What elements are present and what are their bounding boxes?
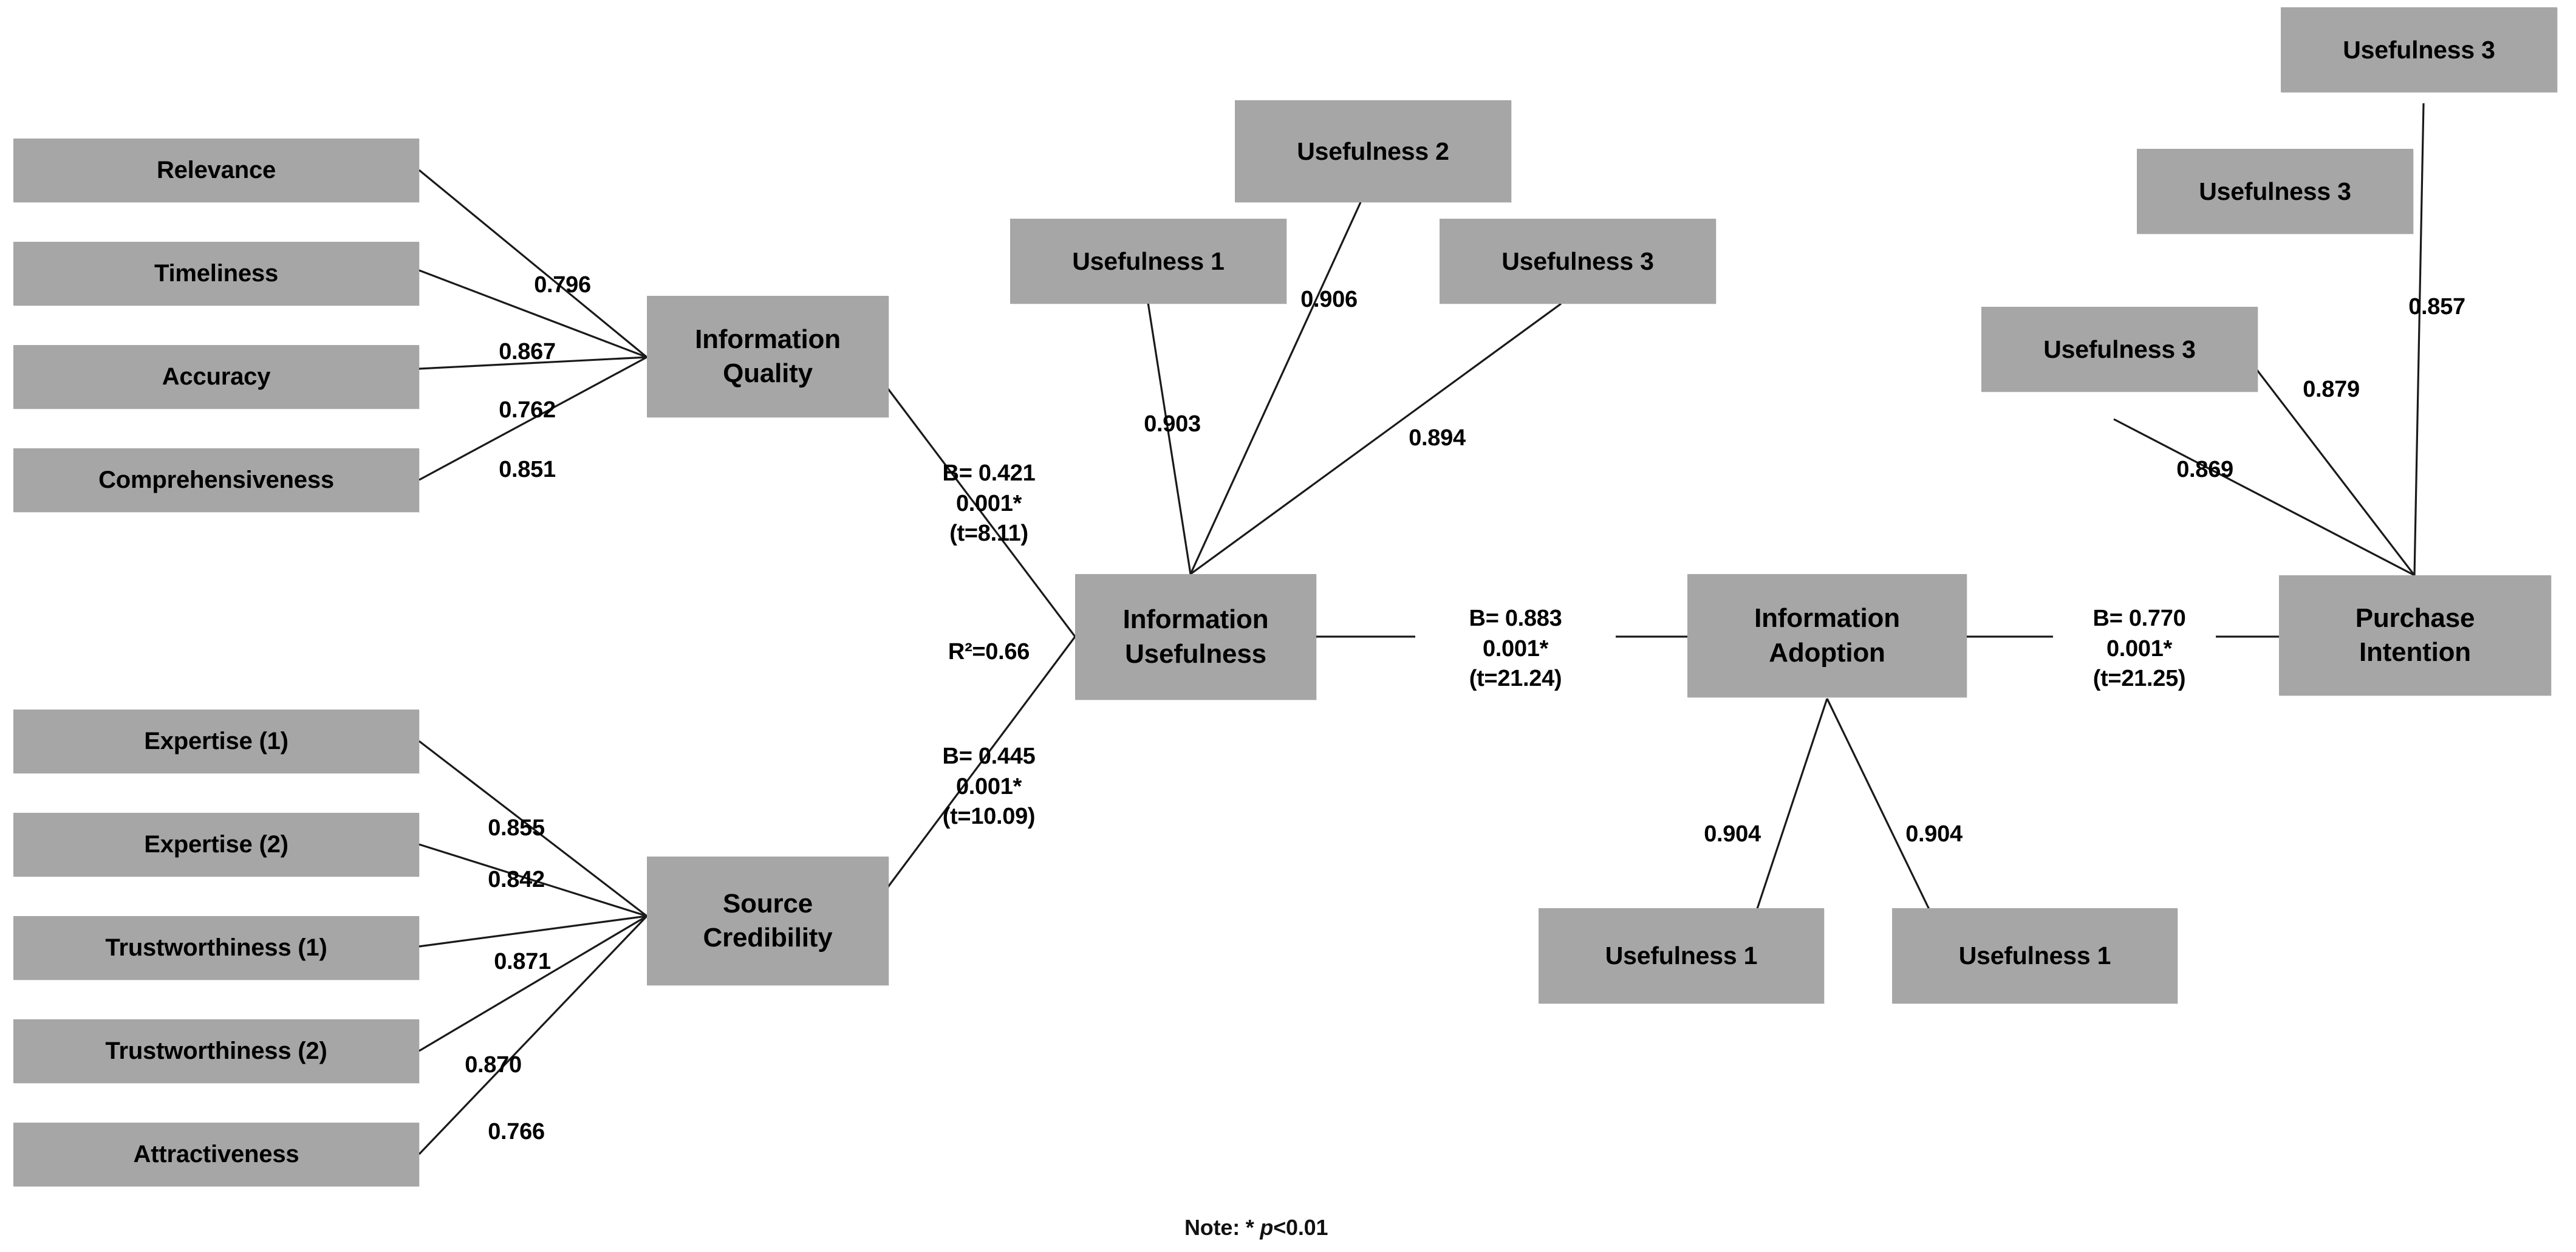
- path-label-ia-to-pi: B= 0.770 0.001* (t=21.25): [2093, 606, 2186, 692]
- loading-usefulness3low-pi: 0.869: [2176, 457, 2233, 483]
- edge-iq-to-iu: [887, 388, 1076, 637]
- loading-trustworthiness2-sc: 0.870: [465, 1052, 522, 1078]
- note-italic-p: p: [1260, 1215, 1274, 1240]
- edge-trustworthiness1-sc: [419, 915, 647, 948]
- node-purchase-intention-label: Purchase Intention: [2355, 603, 2475, 667]
- node-usefulness-1-bottom-right-label: Usefulness 1: [1958, 942, 2111, 970]
- node-expertise-2-label: Expertise (2): [144, 830, 289, 858]
- loading-timeliness-iq: 0.867: [499, 339, 556, 365]
- edge-accuracy-iq: [419, 356, 647, 370]
- node-usefulness-1-bottom-left[interactable]: Usefulness 1: [1539, 908, 1824, 1004]
- edge-usefulness1-iu: [1147, 302, 1192, 575]
- edge-ia-to-usefulness1-right: [1826, 698, 1933, 915]
- node-comprehensiveness[interactable]: Comprehensiveness: [13, 448, 419, 512]
- edge-expertise2-sc: [419, 843, 647, 917]
- loading-attractiveness-sc: 0.766: [488, 1119, 545, 1145]
- node-usefulness-3-right-mid-label: Usefulness 3: [2199, 177, 2351, 205]
- edge-usefulness3mid-pi: [2255, 369, 2416, 576]
- node-timeliness[interactable]: Timeliness: [13, 242, 419, 306]
- node-timeliness-label: Timeliness: [154, 259, 279, 287]
- edge-expertise1-sc: [419, 740, 647, 917]
- loading-usefulness3mid-pi: 0.879: [2303, 377, 2360, 403]
- node-usefulness-3-right-mid[interactable]: Usefulness 3: [2137, 149, 2413, 234]
- node-usefulness-3-right-low-label: Usefulness 3: [2043, 335, 2196, 363]
- node-usefulness-1-bottom-left-label: Usefulness 1: [1605, 942, 1758, 970]
- edge-sc-to-iu: [887, 636, 1076, 888]
- node-expertise-1[interactable]: Expertise (1): [13, 710, 419, 773]
- node-usefulness-3-right-low[interactable]: Usefulness 3: [1981, 307, 2258, 392]
- edge-usefulness3-iu: [1190, 303, 1562, 575]
- node-trustworthiness-1-label: Trustworthiness (1): [105, 934, 327, 961]
- loading-accuracy-iq: 0.762: [499, 397, 556, 423]
- node-purchase-intention[interactable]: Purchase Intention: [2279, 575, 2551, 696]
- node-information-adoption-label: Information Adoption: [1754, 603, 1900, 668]
- node-information-quality[interactable]: Information Quality: [647, 296, 889, 417]
- edge-usefulness3low-pi: [2113, 418, 2415, 576]
- edge-ia-to-usefulness1-left: [1754, 698, 1828, 915]
- node-information-quality-label: Information Quality: [695, 324, 841, 388]
- edge-trustworthiness2-sc: [419, 915, 647, 1052]
- path-label-sc-to-iu: B= 0.445 0.001* (t=10.09): [942, 744, 1036, 830]
- edge-comprehensiveness-iq: [419, 356, 647, 481]
- node-trustworthiness-1[interactable]: Trustworthiness (1): [13, 916, 419, 980]
- node-usefulness-2-top-label: Usefulness 2: [1297, 137, 1449, 165]
- node-attractiveness[interactable]: Attractiveness: [13, 1123, 419, 1186]
- node-information-usefulness[interactable]: Information Usefulness: [1075, 574, 1316, 700]
- node-information-usefulness-label: Information Usefulness: [1122, 604, 1269, 669]
- loading-ia-usefulness1-left: 0.904: [1704, 821, 1761, 847]
- loading-comprehensiveness-iq: 0.851: [499, 457, 556, 483]
- note-prefix: Note: *: [1184, 1215, 1260, 1240]
- edge-attractiveness-sc: [418, 915, 648, 1155]
- r2-information-usefulness: R²=0.66: [948, 639, 1030, 665]
- node-relevance[interactable]: Relevance: [13, 139, 419, 202]
- loading-usefulness2-iu: 0.906: [1300, 287, 1358, 313]
- loading-trustworthiness1-sc: 0.871: [494, 949, 551, 975]
- loading-usefulness1-iu: 0.903: [1144, 411, 1201, 437]
- node-usefulness-3-right-high[interactable]: Usefulness 3: [2281, 7, 2557, 92]
- edge-usefulness3high-pi: [2413, 103, 2425, 576]
- node-usefulness-1-bottom-right[interactable]: Usefulness 1: [1892, 908, 2178, 1004]
- node-usefulness-3-right-high-label: Usefulness 3: [2343, 35, 2495, 64]
- note-suffix: <0.01: [1273, 1215, 1328, 1240]
- node-comprehensiveness-label: Comprehensiveness: [98, 466, 334, 493]
- node-trustworthiness-2-label: Trustworthiness (2): [105, 1037, 327, 1064]
- loading-expertise1-sc: 0.855: [488, 815, 545, 841]
- loading-expertise2-sc: 0.842: [488, 867, 545, 893]
- loading-usefulness3high-pi: 0.857: [2408, 294, 2465, 320]
- node-accuracy[interactable]: Accuracy: [13, 345, 419, 409]
- node-usefulness-3-top[interactable]: Usefulness 3: [1440, 219, 1716, 304]
- node-trustworthiness-2[interactable]: Trustworthiness (2): [13, 1019, 419, 1083]
- loading-ia-usefulness1-right: 0.904: [1905, 821, 1963, 847]
- node-expertise-2[interactable]: Expertise (2): [13, 813, 419, 877]
- node-usefulness-3-top-label: Usefulness 3: [1502, 247, 1654, 275]
- node-information-adoption[interactable]: Information Adoption: [1687, 574, 1967, 697]
- node-source-credibility-label: Source Credibility: [703, 888, 833, 953]
- edge-timeliness-iq: [419, 269, 647, 358]
- node-usefulness-2-top[interactable]: Usefulness 2: [1235, 100, 1511, 202]
- node-attractiveness-label: Attractiveness: [133, 1140, 299, 1168]
- loading-usefulness3-iu: 0.894: [1409, 425, 1466, 451]
- node-expertise-1-label: Expertise (1): [144, 727, 289, 754]
- node-source-credibility[interactable]: Source Credibility: [647, 857, 889, 985]
- significance-note: Note: * p<0.01: [1184, 1215, 1328, 1240]
- edge-relevance-iq: [418, 169, 648, 358]
- node-relevance-label: Relevance: [156, 156, 276, 183]
- loading-relevance-iq: 0.796: [534, 272, 591, 298]
- node-accuracy-label: Accuracy: [162, 363, 271, 390]
- path-label-iq-to-iu: B= 0.421 0.001* (t=8.11): [942, 460, 1036, 547]
- edge-usefulness2-iu: [1189, 202, 1362, 575]
- path-label-iu-to-ia: B= 0.883 0.001* (t=21.24): [1469, 606, 1562, 692]
- node-usefulness-1-top[interactable]: Usefulness 1: [1010, 219, 1286, 304]
- node-usefulness-1-top-label: Usefulness 1: [1072, 247, 1225, 275]
